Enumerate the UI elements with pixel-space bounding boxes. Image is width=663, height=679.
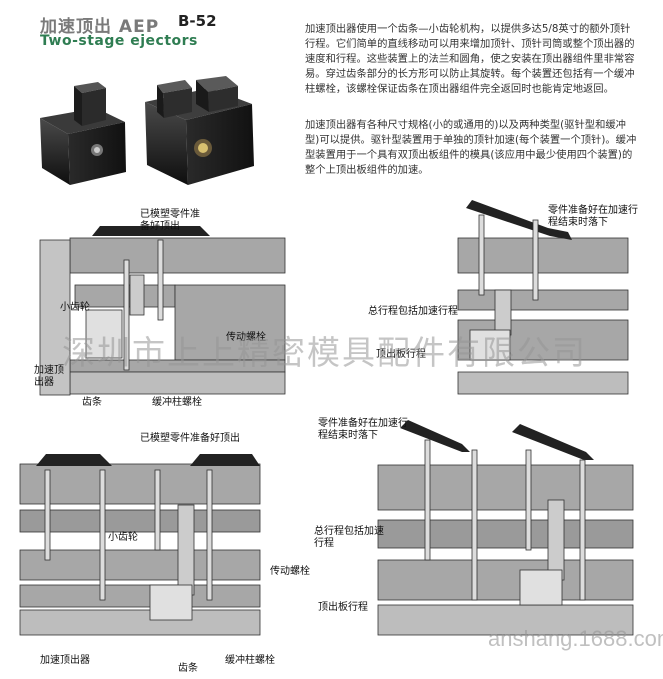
d1-label-accel-ejector: 加速顶出器 [34, 365, 64, 388]
d1-label-buffer-bolt: 缓冲柱螺栓 [152, 397, 202, 408]
title-chinese: 加速顶出 AEP [40, 17, 160, 37]
d4-label-total-stroke: 总行程包括加速行程 [314, 526, 384, 549]
d4-label-ejector-stroke: 顶出板行程 [318, 602, 368, 613]
d1-label-pinion: 小齿轮 [60, 302, 90, 313]
d3-label-pinion: 小齿轮 [108, 532, 138, 543]
title-english: Two-stage ejectors [40, 33, 198, 49]
large-ejector-photo [145, 76, 254, 185]
diagram-3 [19, 454, 261, 636]
d3-label-buffer-bolt: 缓冲柱螺栓 [225, 655, 275, 666]
d3-label-accel-ejector: 加速顶出器 [40, 655, 90, 666]
d4-label-part-drop: 零件准备好在加速行程结束时落下 [318, 418, 408, 441]
d3-label-part-ready: 已模塑零件准备好顶出 [140, 433, 240, 444]
description-paragraph-2: 加速顶出器有各种尺寸规格(小的或通用的)以及两种类型(驱针型和缓冲型)可以提供。… [305, 119, 637, 176]
watermark-site: anshang.1688.com [488, 626, 663, 651]
d2-label-ejector-stroke: 顶出板行程 [376, 349, 426, 360]
catalog-code: B-52 [178, 12, 217, 30]
small-ejector-photo [40, 82, 126, 185]
d2-label-part-drop: 零件准备好在加速行程结束时落下 [548, 205, 638, 228]
watermark-company: 深圳市上上精密模具配件有限公司 [62, 333, 587, 372]
description-paragraph-1: 加速顶出器使用一个齿条—小齿轮机构，以提供多达5/8英寸的额外顶针行程。它们简单… [305, 23, 635, 95]
d2-label-total-stroke: 总行程包括加速行程 [368, 306, 458, 317]
d3-label-rack: 齿条 [178, 663, 198, 674]
d1-label-part-ready: 已模塑零件准备好顶出 [140, 209, 200, 232]
d1-label-drive-bolt: 传动螺栓 [226, 332, 266, 343]
diagram-4 [377, 420, 634, 636]
d1-label-rack: 齿条 [82, 397, 102, 408]
d3-label-drive-bolt: 传动螺栓 [270, 566, 310, 577]
